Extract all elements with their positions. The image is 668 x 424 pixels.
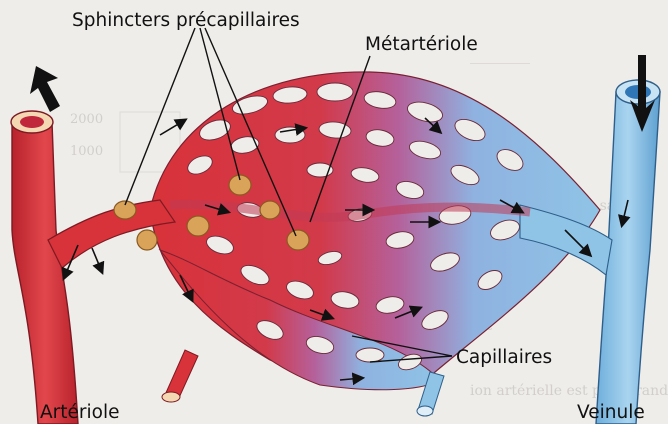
flow-arrow-icon — [564, 229, 593, 258]
flow-arrow-icon — [204, 203, 232, 216]
flow-arrow-icon — [424, 117, 443, 135]
flow-arrow-icon — [499, 199, 525, 214]
sphincter-1 — [113, 200, 137, 220]
arrow-up-left-icon — [30, 66, 60, 112]
arteriole-vessel — [10, 110, 177, 424]
sphincter-6 — [286, 229, 310, 251]
leader-lines — [124, 27, 453, 363]
flow-arrow-icon — [179, 274, 194, 303]
flow-arrow-icon — [159, 118, 188, 136]
flow-arrow-icon — [61, 244, 79, 281]
precapillary-sphincters — [113, 174, 310, 251]
label-veinule: Veinule — [577, 402, 645, 423]
flow-arrow-icon — [279, 123, 309, 136]
svg-text:1000: 1000 — [70, 144, 103, 159]
flow-arrow-icon — [339, 372, 366, 386]
label-sphincters: Sphincters précapillaires — [72, 10, 300, 31]
flow-arrow-icon — [91, 247, 105, 275]
flow-arrows — [61, 117, 631, 386]
sphincter-5 — [259, 200, 281, 220]
sphincter-2 — [136, 229, 158, 251]
sphincter-3 — [186, 215, 210, 237]
label-capillaires: Capillaires — [456, 347, 552, 368]
svg-text:2000: 2000 — [70, 112, 103, 127]
capillary-network — [149, 71, 601, 391]
vessel-stubs — [161, 349, 445, 417]
arrow-down-icon — [630, 55, 655, 132]
label-metarteriole: Métartériole — [365, 34, 478, 55]
svg-text:________: ________ — [470, 46, 531, 64]
flow-arrow-icon — [394, 305, 423, 319]
flow-arrow-icon — [618, 199, 631, 229]
label-arteriole: Artériole — [40, 402, 119, 423]
flow-arrow-icon — [309, 308, 336, 321]
sphincter-4 — [228, 174, 252, 196]
